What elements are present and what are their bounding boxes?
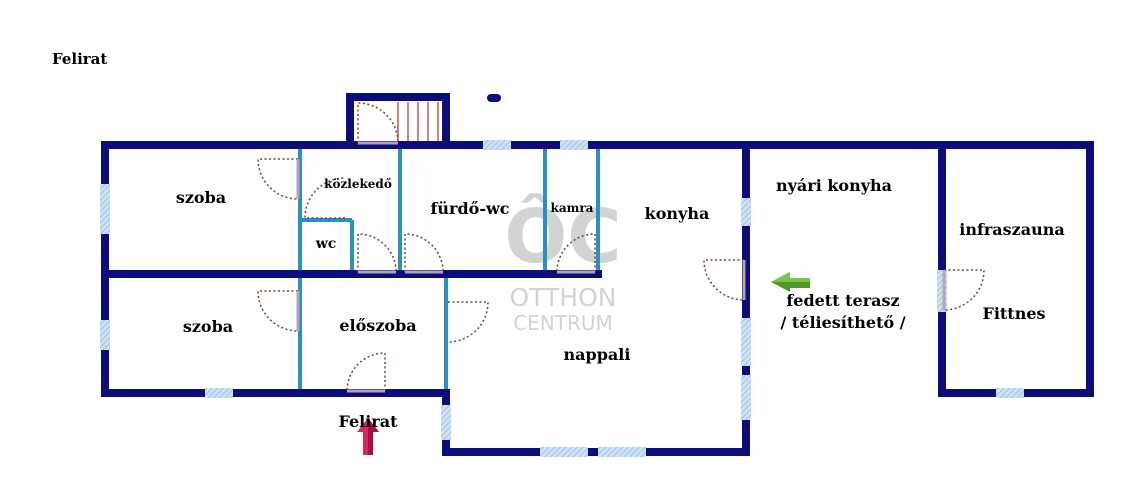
door-swing xyxy=(943,269,985,311)
doors xyxy=(257,102,985,392)
door-leaves xyxy=(296,141,946,393)
room-label-infraszauna: infraszauna xyxy=(959,220,1064,239)
room-label-wc: wc xyxy=(315,236,337,252)
room-label-kamra: kamra xyxy=(551,201,594,215)
window xyxy=(540,447,588,457)
door-swing xyxy=(357,233,397,273)
arrow-left-icon xyxy=(771,272,810,292)
door-swing xyxy=(556,233,596,273)
door-swing xyxy=(346,352,386,392)
door-swing xyxy=(703,259,745,301)
room-labels: Felirat szoba közlekedő fürdő-wc kamra k… xyxy=(52,50,1065,431)
door-swing xyxy=(257,290,299,332)
caption-top: Felirat xyxy=(52,50,107,68)
interior-walls xyxy=(298,148,600,392)
window xyxy=(205,388,233,398)
window xyxy=(937,270,947,312)
room-label-szoba-lower: szoba xyxy=(183,317,233,336)
window xyxy=(100,320,110,350)
watermark-logo: ÔC xyxy=(504,192,621,280)
room-label-szoba-upper: szoba xyxy=(176,188,226,207)
window xyxy=(598,447,646,457)
staircase-box xyxy=(346,93,450,149)
window xyxy=(483,140,511,150)
caption-entrance: Felirat xyxy=(338,412,398,431)
door-swing xyxy=(404,233,444,273)
staircase xyxy=(397,102,439,141)
window xyxy=(100,184,110,234)
watermark-line2: CENTRUM xyxy=(513,311,613,335)
window xyxy=(741,318,751,366)
window xyxy=(560,140,588,150)
room-label-nyari-konyha: nyári konyha xyxy=(776,176,892,195)
room-label-eloszoba: előszoba xyxy=(339,316,416,335)
room-label-kozlekedo: közlekedő xyxy=(324,177,392,191)
door-swing xyxy=(357,102,399,144)
room-label-terasz-line1: fedett terasz xyxy=(786,291,899,310)
room-label-furdo-wc: fürdő-wc xyxy=(431,199,510,218)
chimney-mark xyxy=(487,94,501,102)
window xyxy=(741,375,751,420)
window xyxy=(441,405,451,440)
arrow-up-icon xyxy=(357,418,379,455)
windows xyxy=(100,140,1024,457)
room-label-terasz-line2: / téliesíthető / xyxy=(780,313,905,332)
watermark-line1: OTTHON xyxy=(510,283,617,312)
room-label-konyha: konyha xyxy=(645,204,710,223)
window xyxy=(741,198,751,226)
door-swing xyxy=(257,158,299,200)
door-swing xyxy=(447,301,489,343)
door-swing xyxy=(304,177,346,219)
watermark: ÔC OTTHON CENTRUM xyxy=(504,192,621,335)
window xyxy=(996,388,1024,398)
room-label-nappali: nappali xyxy=(564,345,631,364)
room-label-fittnes: Fittnes xyxy=(982,304,1045,323)
